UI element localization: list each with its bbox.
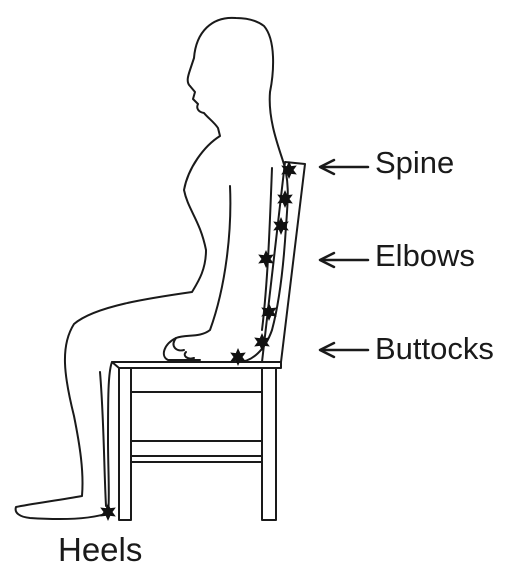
person-figure [16,18,288,519]
star-icon [258,250,274,268]
chair-upper-rail [131,392,262,441]
chair-front-leg [119,368,131,520]
person-hand [174,338,194,359]
star-icon [230,348,246,366]
label-elbows: Elbows [375,238,475,274]
star-icon [100,503,116,521]
chair [112,162,305,520]
label-buttocks: Buttocks [375,331,494,367]
label-spine: Spine [375,145,454,181]
chair-back-leg [262,368,276,520]
chair-lower-rail [131,456,262,462]
person-shin-line [100,372,106,506]
person-outline [16,18,288,519]
person-back-contour [262,168,272,330]
person-arm [164,186,231,360]
label-heels: Heels [58,531,142,569]
pointer-arrows [320,160,368,357]
